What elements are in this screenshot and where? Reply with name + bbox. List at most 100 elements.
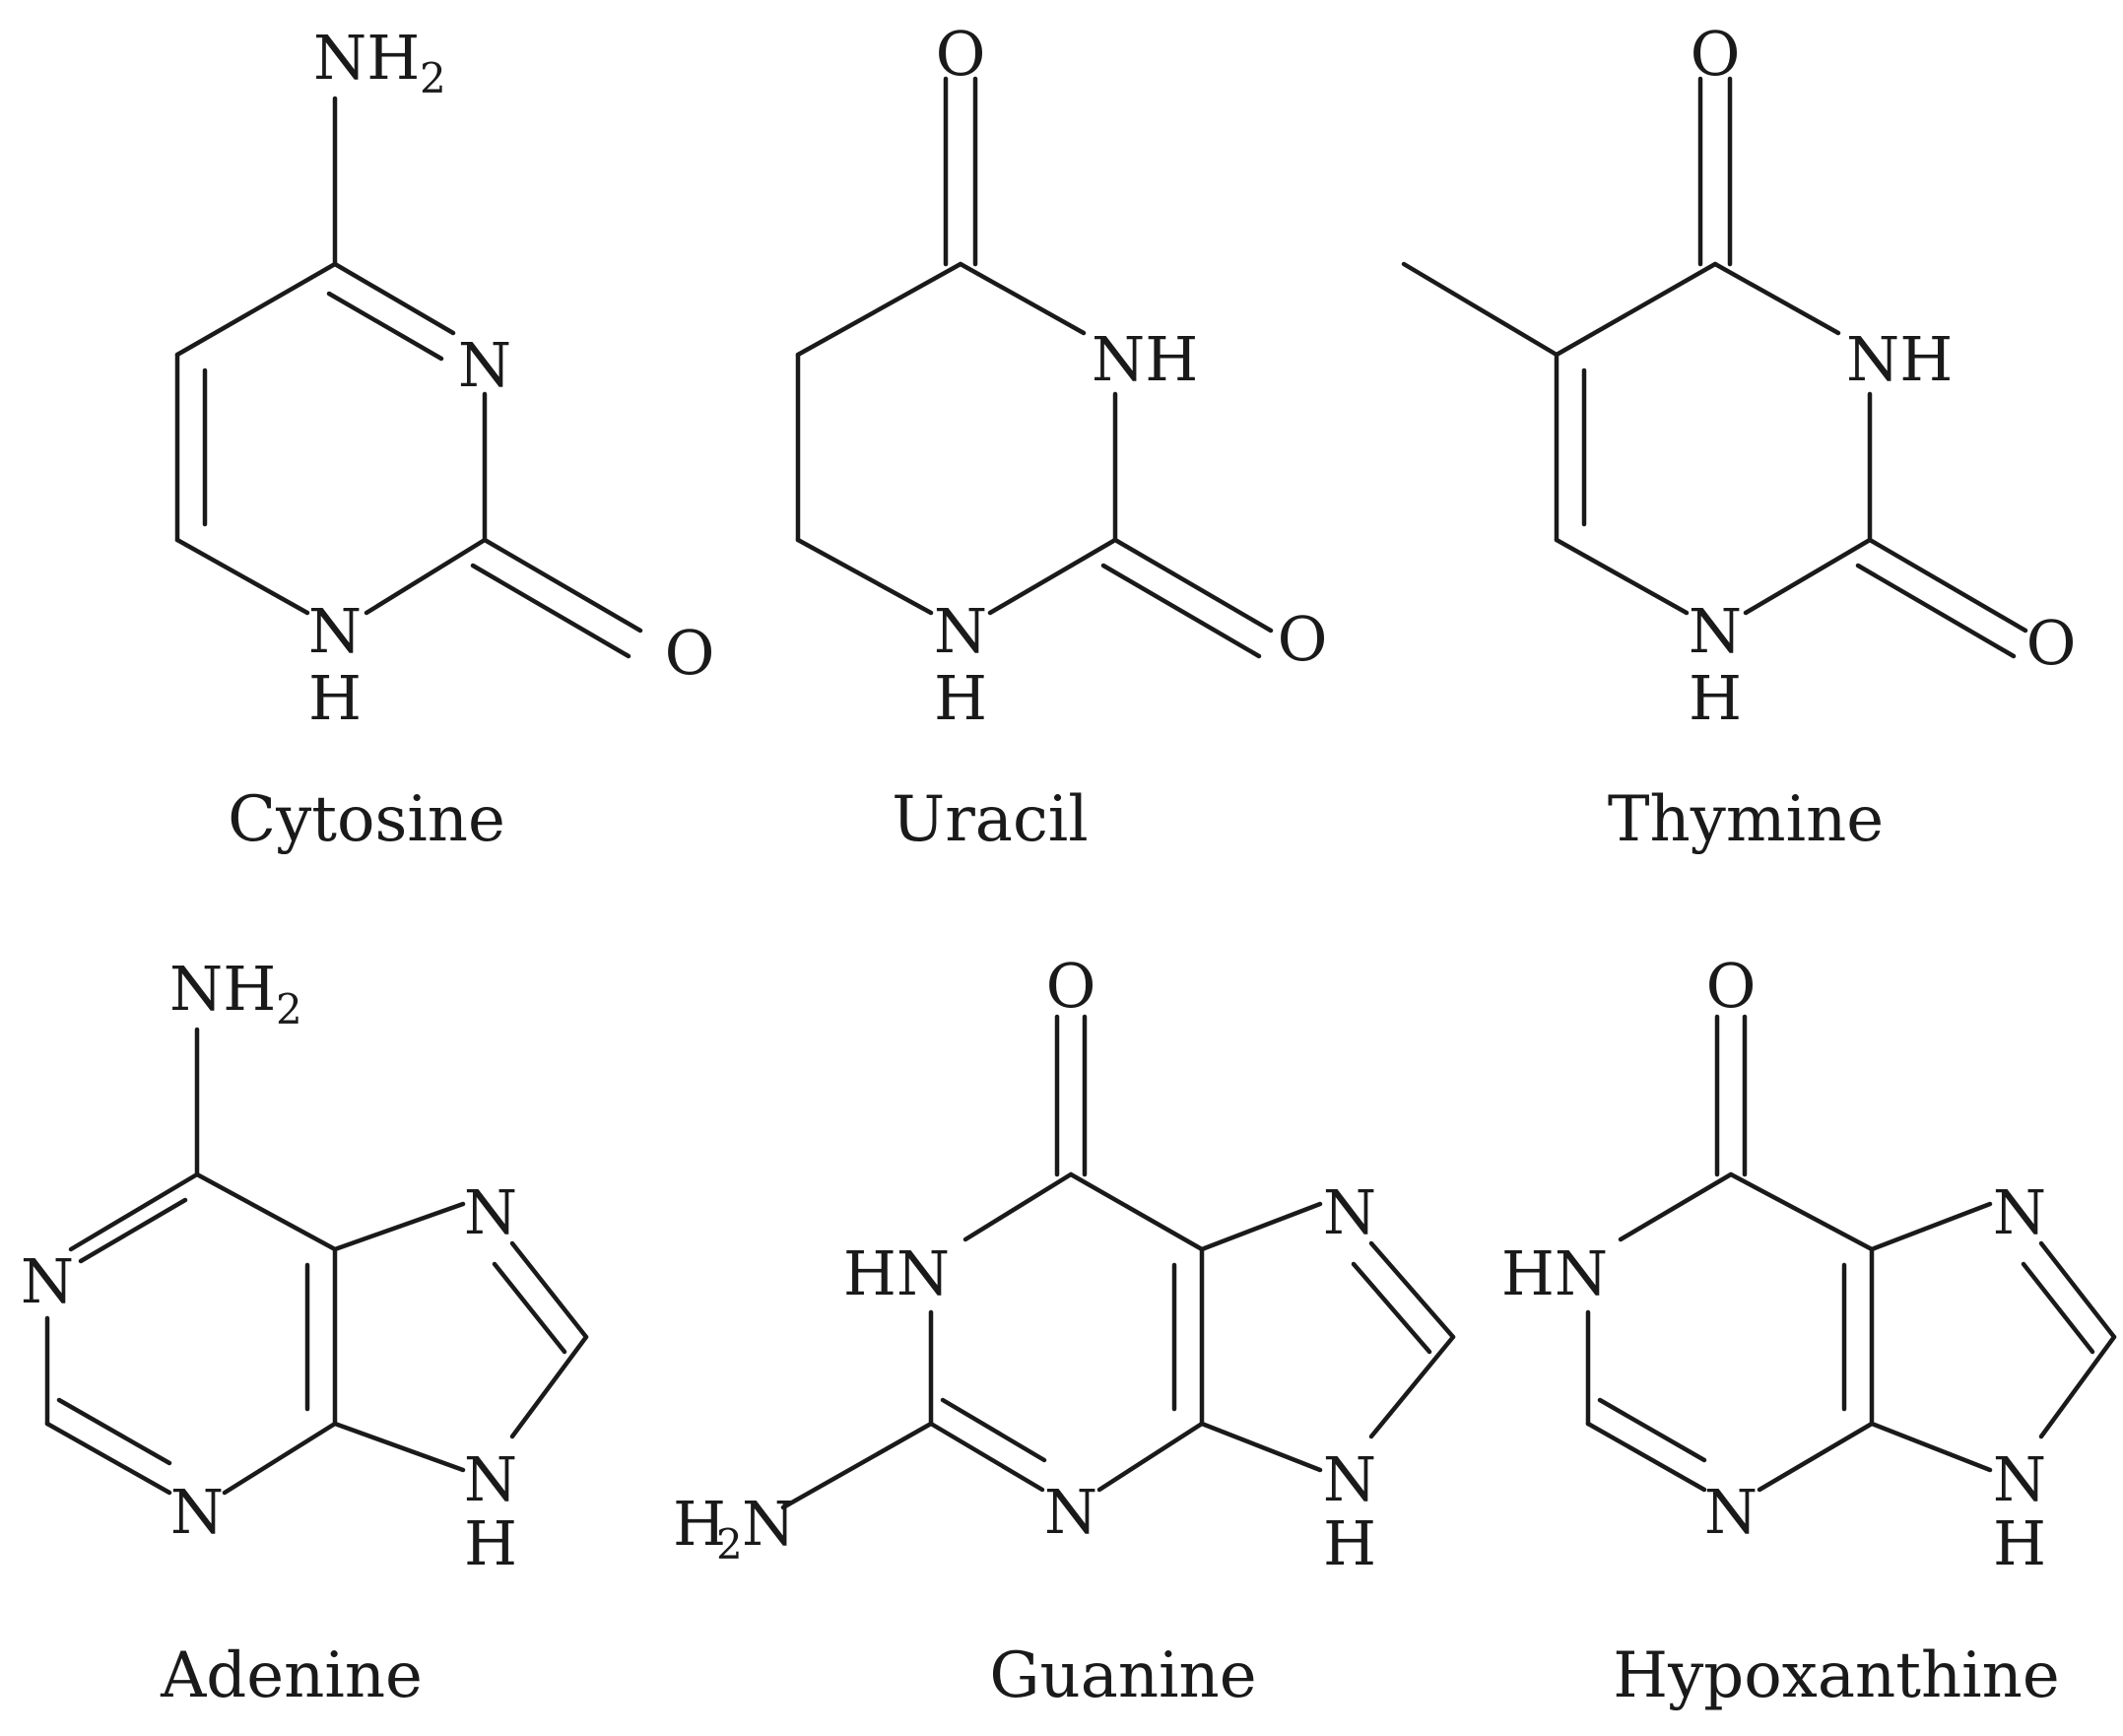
bond [1368, 1334, 1456, 1439]
bond [1368, 1240, 1456, 1340]
bond [332, 1201, 466, 1252]
bond [2038, 1240, 2117, 1340]
atom-label: N [464, 1176, 517, 1248]
bond [1869, 1421, 1993, 1473]
bond [222, 1421, 338, 1496]
bond [509, 1334, 589, 1439]
atom-label: O [2026, 607, 2077, 679]
atom-label: H [464, 1507, 517, 1579]
bond [332, 1421, 466, 1473]
adenine-bonds [44, 1027, 589, 1496]
bond [364, 537, 488, 616]
bond [1068, 1171, 1205, 1252]
bond [68, 1171, 200, 1252]
atom-label: NH [313, 22, 420, 94]
bond [780, 1421, 934, 1510]
bond [1712, 261, 1841, 336]
atom-label: H [308, 662, 362, 734]
atom-label: O [1278, 603, 1328, 675]
bond [1743, 537, 1873, 616]
bond [795, 537, 934, 616]
atom-label: N [458, 329, 511, 401]
atom-label: N [1323, 1443, 1376, 1515]
guanine-bonds [780, 1014, 1456, 1510]
thymine-bonds [1401, 76, 2028, 659]
atom-label: N [308, 595, 362, 667]
bond [1585, 1421, 1707, 1493]
atom-label: NH [169, 953, 276, 1025]
atom-label: N [1993, 1443, 2046, 1515]
bond [2038, 1334, 2117, 1439]
atom-label: N [170, 1476, 224, 1548]
bond [928, 1421, 1045, 1493]
bond [795, 261, 963, 358]
atom-label: H [1689, 662, 1742, 734]
uracil-bonds [795, 76, 1274, 659]
molecule-thymine: O NH O N H Thymine [1401, 18, 2077, 856]
bond [962, 1171, 1074, 1242]
molecule-cytosine: NH 2 N O N H Cytosine [174, 22, 715, 856]
bond [78, 1197, 188, 1264]
bond [987, 537, 1118, 616]
atom-label: H [1323, 1507, 1376, 1579]
uracil-atom-labels: O NH O N H [934, 18, 1328, 734]
atom-label: N [742, 1488, 795, 1560]
bond [174, 261, 338, 358]
bond [1757, 1421, 1875, 1493]
hypoxanthine-atom-labels: O HN N N N H [1501, 950, 2046, 1579]
atom-label: N [1993, 1176, 2046, 1248]
atom-subscript: 2 [420, 54, 446, 102]
atom-label: O [665, 617, 715, 689]
bond [1867, 537, 2028, 634]
hypoxanthine-bonds [1585, 1014, 2117, 1493]
bond [470, 563, 631, 659]
bond [1618, 1171, 1734, 1242]
atom-label: NH [1092, 323, 1198, 395]
atom-label: N [1323, 1176, 1376, 1248]
bond [958, 261, 1087, 336]
bond [1199, 1421, 1323, 1473]
atom-label: H [934, 662, 987, 734]
atom-label: N [464, 1443, 517, 1515]
bond [44, 1421, 172, 1496]
atom-label-subscript: 2 [716, 1520, 743, 1569]
molecule-hypoxanthine: O HN N N N H Hypoxanthine [1501, 950, 2117, 1712]
bond [1096, 1421, 1205, 1493]
bond [56, 1397, 172, 1466]
atom-label: HN [1501, 1237, 1608, 1309]
atom-label: O [1706, 950, 1757, 1022]
bond [1351, 1261, 1432, 1355]
bond [482, 537, 643, 634]
molecule-guanine: O HN N N H N H 2 N Guanine [673, 950, 1456, 1712]
atom-label: HN [843, 1237, 950, 1309]
cytosine-bonds [174, 96, 643, 659]
bond [326, 291, 444, 362]
bond [509, 1240, 589, 1340]
atom-label: O [936, 18, 986, 90]
bond [1554, 537, 1690, 616]
cytosine-atom-labels: NH 2 N O N H [308, 22, 715, 734]
atom-label: O [1046, 950, 1096, 1022]
adenine-atom-labels: NH 2 N N N N H [21, 953, 517, 1579]
bond [1597, 1397, 1707, 1463]
bond [492, 1261, 567, 1355]
bond [1869, 1201, 1993, 1252]
guanine-atom-labels: O HN N N H N H 2 N [673, 950, 1376, 1579]
bond [940, 1397, 1047, 1463]
thymine-atom-labels: O NH O N H [1689, 18, 2077, 734]
bond [1199, 1201, 1323, 1252]
atom-label: N [1704, 1476, 1758, 1548]
molecule-name-uracil: Uracil [892, 783, 1088, 856]
bond [194, 1171, 338, 1252]
atom-label: O [1691, 18, 1741, 90]
bond [332, 261, 456, 336]
molecule-name-cytosine: Cytosine [228, 783, 505, 856]
atom-label: H [673, 1488, 726, 1560]
atom-label: N [21, 1245, 74, 1317]
molecule-name-thymine: Thymine [1608, 783, 1884, 856]
bond [174, 537, 310, 616]
molecule-name-hypoxanthine: Hypoxanthine [1613, 1639, 2059, 1712]
atom-label-subscript: 2 [276, 985, 302, 1034]
atom-label: N [1689, 595, 1742, 667]
